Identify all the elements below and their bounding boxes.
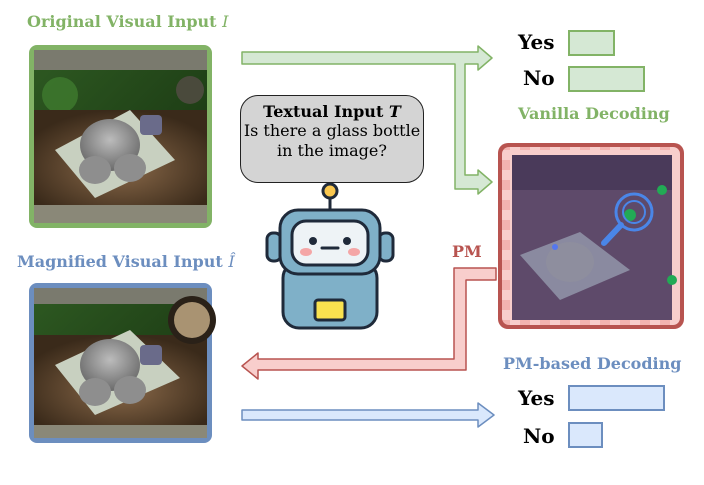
bar-group [568, 30, 665, 448]
vanilla-yes-bar [568, 30, 615, 56]
vanilla-no-label: No [523, 66, 555, 90]
pm-yes-label: Yes [518, 386, 555, 410]
vanilla-decoding-label: Vanilla Decoding [518, 104, 670, 123]
heatmap-image [498, 143, 684, 329]
pm-label: PM [452, 242, 482, 261]
original-image [29, 45, 212, 228]
textual-input-bubble: Textual Input T Is there a glass bottle … [240, 95, 424, 183]
vanilla-yes-label: Yes [518, 30, 555, 54]
pm-based-decoding-label: PM-based Decoding [503, 354, 682, 373]
question-line-1: Is there a glass bottle [243, 121, 421, 140]
magnified-input-title: Magnified Visual Input Î [17, 252, 235, 271]
question-line-2: in the image? [277, 141, 387, 160]
textual-input-title: Textual Input T [263, 102, 401, 121]
magnifier-icon [601, 192, 654, 246]
magnified-image [29, 283, 216, 443]
robot-icon [265, 182, 395, 330]
original-input-title: Original Visual Input I [27, 12, 229, 31]
pm-no-bar [568, 422, 603, 448]
blue-arrow [241, 402, 495, 428]
vanilla-no-bar [568, 66, 645, 92]
pm-no-label: No [523, 424, 555, 448]
green-arrow [241, 45, 493, 195]
red-pm-arrow [241, 267, 497, 380]
pm-yes-bar [568, 385, 665, 411]
